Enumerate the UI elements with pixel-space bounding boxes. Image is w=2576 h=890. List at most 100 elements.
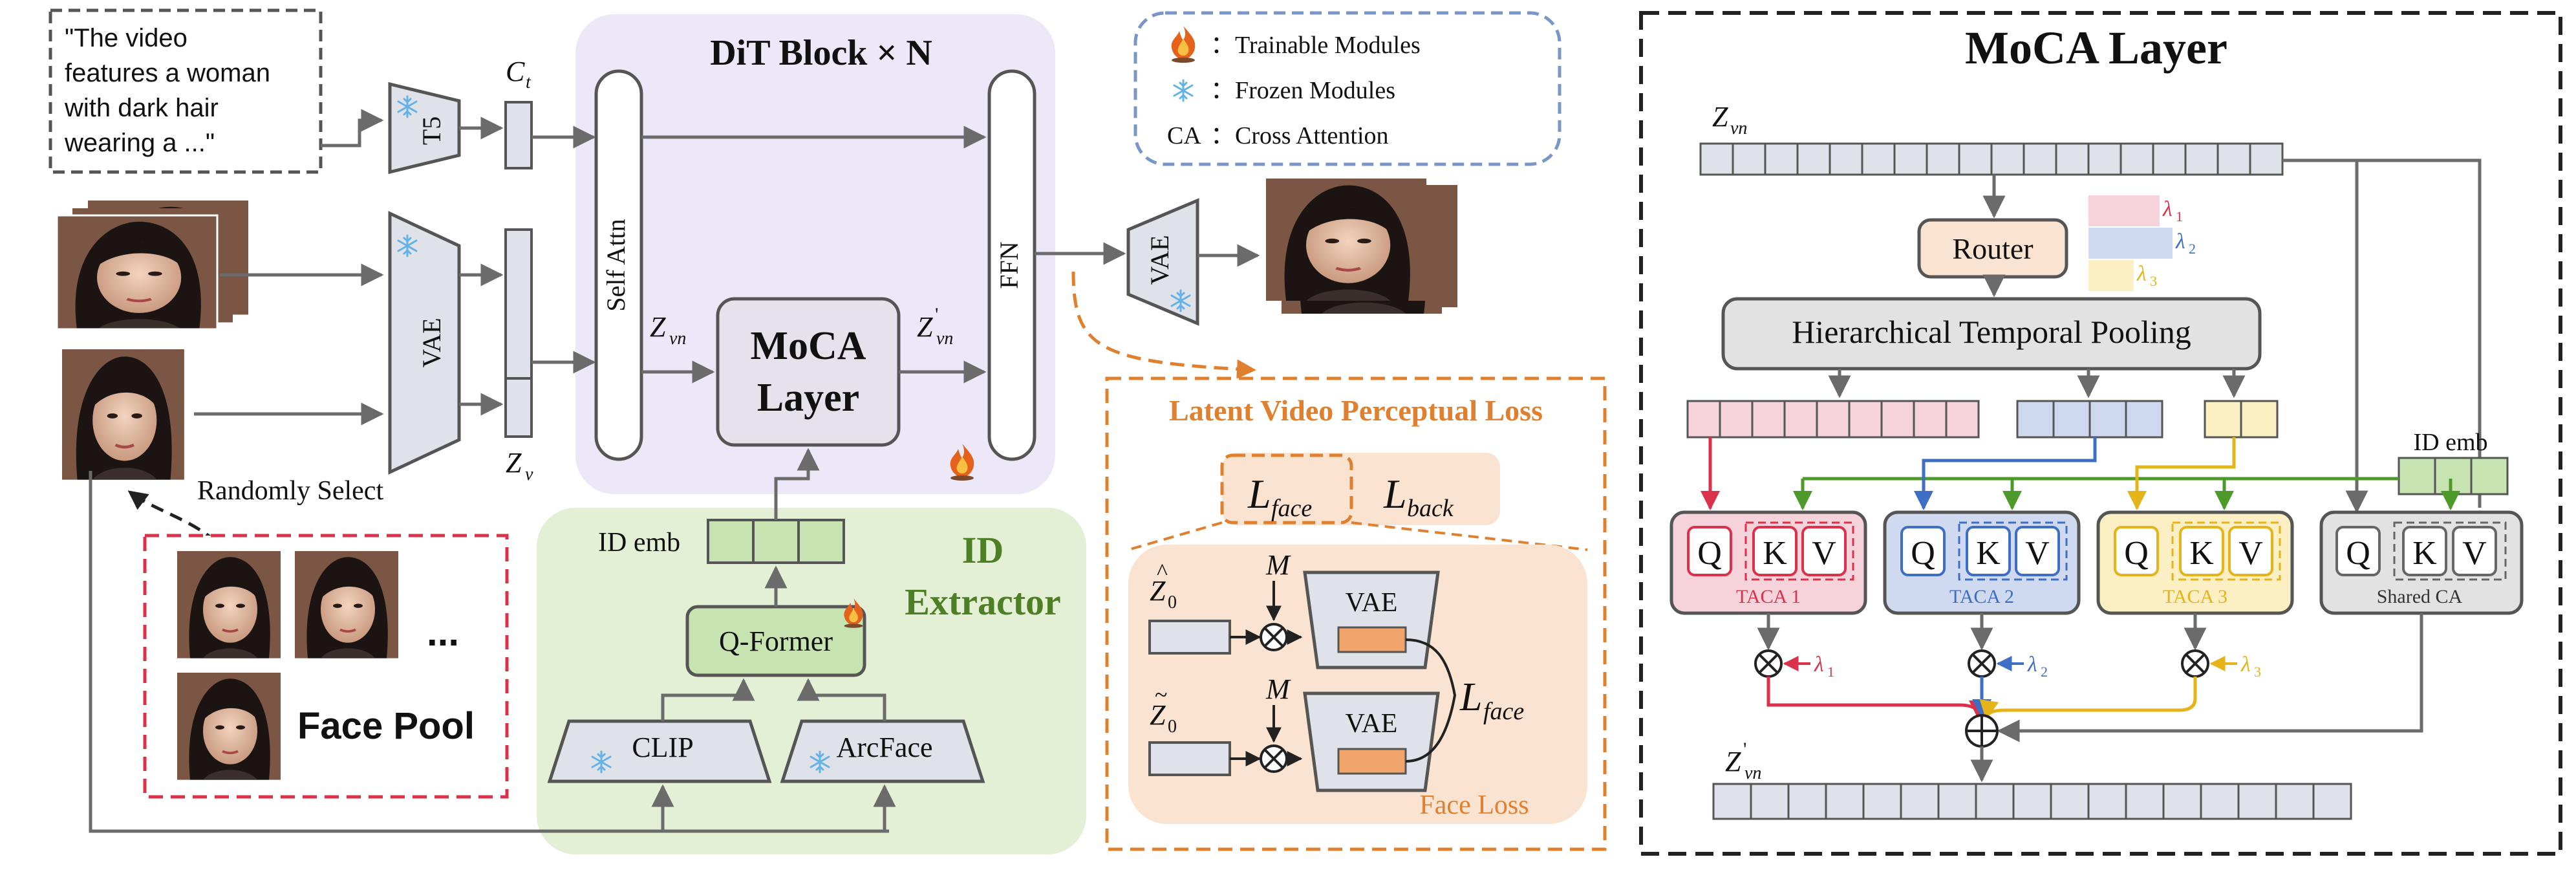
zvn-prime-token bbox=[2200, 783, 2240, 820]
ffn-label: FFN bbox=[994, 241, 1024, 288]
svg-text:3: 3 bbox=[2254, 664, 2261, 680]
zvn-token bbox=[2184, 142, 2219, 176]
zvn-prime-token bbox=[1750, 783, 1790, 820]
ct-token bbox=[504, 101, 533, 169]
svg-text:Z: Z bbox=[506, 447, 522, 479]
prompt-line-4: wearing a ..." bbox=[64, 129, 215, 157]
svg-text:1: 1 bbox=[2176, 208, 2183, 224]
lambda2-bar bbox=[2088, 228, 2173, 259]
moca-layer-block bbox=[716, 297, 901, 447]
svg-text:L: L bbox=[1383, 471, 1407, 517]
loss-vae-top bbox=[1303, 570, 1440, 669]
zvn-token bbox=[2087, 142, 2122, 176]
vae-decoder-label: VAE bbox=[1145, 235, 1174, 285]
pink-token bbox=[1686, 400, 1721, 439]
z0-hat-latent bbox=[1148, 620, 1231, 655]
zvn-token bbox=[2216, 142, 2251, 176]
moca-id-emb-label: ID emb bbox=[2413, 429, 2487, 456]
pink-token bbox=[1783, 400, 1818, 439]
zvn-token bbox=[1829, 142, 1863, 176]
taca3-q-label: Q bbox=[2124, 535, 2149, 572]
blue-arrow-blue-to-q bbox=[1914, 437, 2097, 510]
taca3-label: TACA 3 bbox=[2163, 586, 2227, 607]
face-loss-panel bbox=[1128, 545, 1587, 824]
htp-label: Hierarchical Temporal Pooling bbox=[1792, 314, 2191, 350]
shared-kv-group bbox=[2393, 521, 2507, 581]
lambda1-bar bbox=[2088, 195, 2160, 226]
id-emb-label: ID emb bbox=[598, 528, 680, 558]
zvn-prime-symbol-moca: Z ' vn bbox=[1725, 739, 1761, 783]
legend-trainable: ：Trainable Modules bbox=[1210, 32, 1421, 59]
taca1-v-label: V bbox=[1812, 535, 1836, 572]
svg-text:Z: Z bbox=[1725, 746, 1741, 777]
moca-layer-label-line1: MoCA bbox=[750, 324, 866, 368]
id-emb-tokens bbox=[707, 519, 845, 564]
taca3-q bbox=[2114, 526, 2159, 576]
t5-label: T5 bbox=[417, 116, 446, 145]
ffn-block bbox=[987, 69, 1036, 461]
taca2-k-label: K bbox=[1976, 535, 2001, 572]
arrow-arcface-to-qformer bbox=[797, 678, 886, 721]
svg-text:Z: Z bbox=[650, 311, 666, 343]
arrow-idemb-to-moca bbox=[774, 448, 820, 520]
svg-text:L: L bbox=[1247, 471, 1271, 517]
loss-vae-top-label: VAE bbox=[1346, 588, 1398, 618]
svg-text:': ' bbox=[1743, 739, 1746, 760]
taca1-label: TACA 1 bbox=[1736, 586, 1801, 607]
zv-token-bottom bbox=[504, 377, 533, 438]
zvn-prime-token bbox=[2275, 783, 2315, 820]
face-loss-label: Face Loss bbox=[1419, 790, 1529, 820]
l-back-term: L back bbox=[1383, 471, 1454, 522]
svg-text:λ: λ bbox=[2175, 230, 2185, 254]
lambda3-bar bbox=[2088, 260, 2134, 291]
svg-text:λ: λ bbox=[2162, 197, 2173, 221]
taca1-kv-group bbox=[1744, 521, 1854, 581]
prompt-line-1: "The video bbox=[65, 24, 188, 52]
svg-text:': ' bbox=[935, 304, 938, 325]
loss-vae-bottom-label: VAE bbox=[1346, 709, 1398, 739]
zvn-token bbox=[1764, 142, 1799, 176]
taca2-v-label: V bbox=[2025, 535, 2050, 572]
zvn-prime-token bbox=[1712, 783, 1752, 820]
l-face-highlight bbox=[1220, 453, 1353, 525]
zvn-token bbox=[1861, 142, 1896, 176]
taca2-q bbox=[1900, 526, 1946, 576]
zvn-prime-token bbox=[2312, 783, 2352, 820]
taca1-k-label: K bbox=[1763, 535, 1787, 572]
svg-text:vn: vn bbox=[1730, 118, 1747, 138]
zvn-prime-token bbox=[1975, 783, 2015, 820]
zvn-prime-token bbox=[1937, 783, 1977, 820]
loss-vae-bottom bbox=[1303, 691, 1440, 792]
pink-token bbox=[1751, 400, 1786, 439]
yellow-arrow-yellow-to-q bbox=[2127, 437, 2236, 510]
pink-token bbox=[1945, 400, 1980, 439]
zvn-token-row bbox=[1699, 142, 2284, 176]
z0-hat-symbol: Z ^ 0 bbox=[1150, 559, 1177, 613]
shared-ca-label: Shared CA bbox=[2377, 586, 2463, 607]
taca2-kv-group bbox=[1958, 521, 2068, 581]
z0-tilde-latent bbox=[1148, 741, 1231, 776]
pink-pooled-tokens bbox=[1686, 400, 1980, 439]
face-loss-bracket bbox=[1405, 638, 1457, 763]
svg-text:λ: λ bbox=[2136, 262, 2147, 286]
face-pool-face-3 bbox=[176, 671, 282, 781]
pink-token bbox=[1816, 400, 1851, 439]
taca1-v bbox=[1801, 526, 1847, 576]
svg-text:back: back bbox=[1407, 495, 1454, 522]
loss-title: Latent Video Perceptual Loss bbox=[1169, 394, 1543, 427]
ct-symbol: C t bbox=[506, 56, 531, 92]
legend-box bbox=[1133, 11, 1562, 166]
svg-text:Z: Z bbox=[917, 311, 933, 343]
face-pool-face-2 bbox=[294, 550, 400, 660]
mask-multiply-bottom bbox=[1260, 744, 1288, 773]
taca3-k bbox=[2179, 526, 2224, 576]
prompt-line-3: with dark hair bbox=[64, 94, 219, 122]
blue-pooled-tokens bbox=[2016, 400, 2163, 439]
shared-v-label: V bbox=[2462, 535, 2487, 572]
blue-token bbox=[2088, 400, 2127, 439]
svg-text:2: 2 bbox=[2041, 664, 2048, 680]
legend-ca-abbr: CA bbox=[1167, 122, 1201, 149]
blue-token bbox=[2052, 400, 2091, 439]
